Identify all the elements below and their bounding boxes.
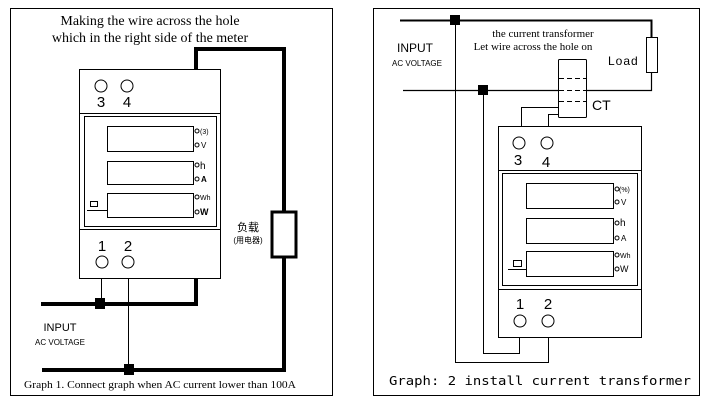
terminal-3-icon[interactable] [94, 79, 108, 93]
indicator-led-icon [614, 186, 620, 192]
graph2-wire-terminal2 [455, 20, 549, 363]
graph2-wire-load-return [403, 73, 653, 92]
graph2-ct-note-line2: Let wire across the hole on [474, 41, 593, 53]
terminal-2-label: 2 [544, 296, 552, 313]
graph1-wire-live [41, 278, 198, 306]
meter-body [79, 69, 221, 279]
terminal-4-label: 4 [542, 154, 550, 171]
indicator-label: Wh [200, 195, 211, 202]
terminal-4-label: 4 [123, 94, 131, 111]
graph1-load-label: 负载 [237, 220, 259, 234]
graph1-voltage-label: AC VOLTAGE [35, 338, 85, 347]
graph1-frame [10, 8, 333, 396]
indicator-label: W [200, 207, 209, 217]
terminal-2-icon[interactable] [541, 314, 555, 328]
indicator-led-icon [614, 199, 620, 205]
graph2-junction-node [478, 85, 488, 95]
indicator-label: V [201, 141, 207, 150]
indicator-label: h [620, 218, 626, 229]
terminal-2-label: 2 [124, 238, 132, 255]
graph2-voltage-label: AC VOLTAGE [392, 59, 442, 68]
graph1-junction-node [95, 298, 105, 309]
terminal-2-icon[interactable] [121, 255, 135, 269]
indicator-label: W [620, 264, 629, 274]
indicator-led-icon [194, 128, 200, 134]
meter-button-icon[interactable] [90, 201, 98, 207]
indicator-label: (%) [619, 187, 630, 194]
terminal-3-icon[interactable] [512, 136, 526, 150]
terminal-1-icon[interactable] [95, 255, 109, 269]
meter-display-panel [84, 116, 217, 227]
indicator-label: (3) [200, 129, 209, 136]
graph2-wire-terminal1 [483, 90, 520, 354]
meter-body [498, 126, 642, 338]
indicator-label: V [621, 198, 627, 207]
terminal-3-label: 3 [97, 94, 105, 111]
graph1-title-line1: Making the wire across the hole [60, 14, 239, 29]
graph2-ct-lead-4 [548, 114, 558, 126]
graph1-input-label: INPUT [44, 322, 77, 334]
terminal-4-icon[interactable] [120, 79, 134, 93]
graph2-panel: Load the current transformer Let wire ac… [373, 8, 700, 396]
graph1-title-line2: which in the right side of the meter [52, 31, 249, 46]
display-power [526, 251, 614, 277]
ct-body [558, 59, 587, 118]
graph1-wire-through-hole [194, 47, 286, 211]
display-power [107, 193, 194, 218]
meter-button-icon[interactable] [513, 260, 522, 267]
indicator-led-icon [194, 162, 200, 168]
indicator-led-icon [194, 176, 200, 182]
terminal-1-label: 1 [98, 238, 106, 255]
terminal-1-icon[interactable] [513, 314, 527, 328]
terminal-3-label: 3 [514, 152, 522, 169]
graph1-load-box [270, 210, 298, 259]
graph2-ct-label: CT [592, 97, 611, 113]
indicator-led-icon [194, 209, 200, 215]
graph2-wire-top [400, 19, 653, 37]
graph2-input-label: INPUT [397, 41, 434, 55]
graph2-frame [373, 8, 700, 396]
display-voltage [107, 126, 194, 152]
display-voltage [526, 183, 614, 209]
graph1-panel: Making the wire across the hole which in… [10, 8, 333, 396]
indicator-led-icon [194, 142, 200, 148]
graph2-ct-note-line1: the current transformer [492, 28, 594, 40]
graph1-caption: Graph 1. Connect graph when AC current l… [24, 379, 296, 391]
graph2-meter: 3 4 (%) V h A Wh W 1 2 [498, 126, 642, 338]
graph2-load-label: Load [608, 54, 639, 68]
indicator-led-icon [614, 252, 620, 258]
display-current [526, 218, 614, 244]
graph1-junction-node [124, 364, 134, 375]
indicator-label: h [200, 161, 206, 172]
indicator-led-icon [194, 194, 200, 200]
indicator-led-icon [614, 220, 620, 226]
terminal-4-icon[interactable] [540, 136, 554, 150]
graph1-load-sublabel: (用电器) [233, 235, 263, 245]
graph2-junction-node [450, 15, 460, 25]
graph2-caption: Graph: 2 install current transformer [389, 374, 691, 388]
meter-display-panel [502, 173, 638, 286]
indicator-label: Wh [620, 253, 631, 260]
indicator-label: A [201, 175, 207, 184]
graph1-meter: 3 4 (3) V h A Wh W 1 2 [79, 69, 221, 279]
graph2-ct-lead-3 [521, 107, 558, 126]
display-current [107, 161, 194, 185]
indicator-led-icon [614, 266, 620, 272]
graph2-load-box [646, 37, 658, 73]
terminal-1-label: 1 [516, 296, 524, 313]
indicator-label: A [621, 234, 627, 243]
indicator-led-icon [614, 235, 620, 241]
graph2-current-transformer: CT [558, 59, 611, 118]
